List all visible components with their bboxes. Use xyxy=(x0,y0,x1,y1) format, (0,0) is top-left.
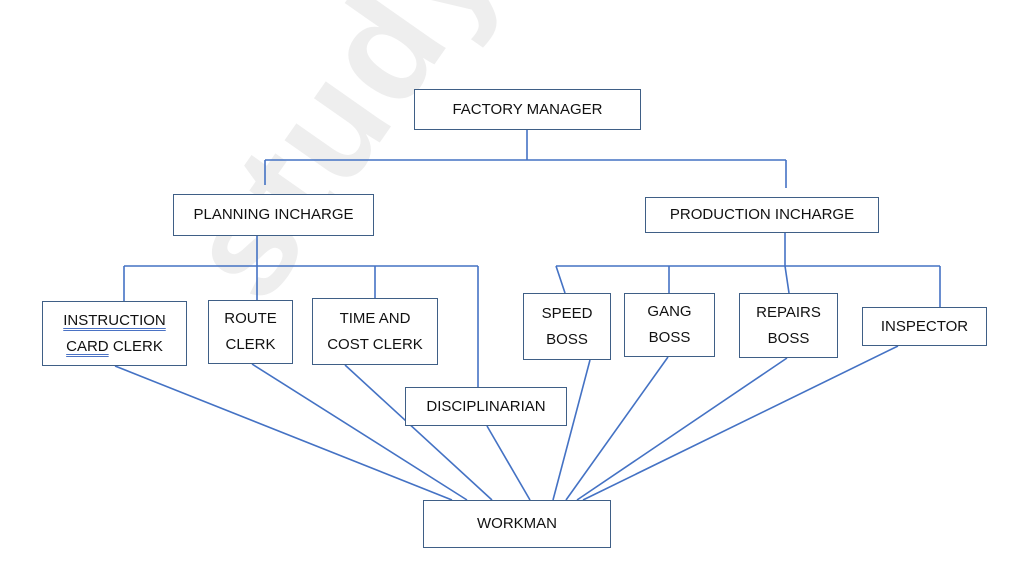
gang-boss-line1: GANG xyxy=(647,303,692,320)
inspector-box: INSPECTOR xyxy=(862,307,987,346)
repairs-boss-line2: BOSS xyxy=(767,329,810,347)
speed-boss-box: SPEED BOSS xyxy=(523,293,611,360)
planning-incharge-label: PLANNING INCHARGE xyxy=(193,206,354,223)
route-clerk-line2: CLERK xyxy=(225,336,276,353)
repairs-boss-box: REPAIRS BOSS xyxy=(739,293,838,358)
repairs-boss-line1: REPAIRS xyxy=(756,303,821,321)
instruction-word: INSTRUCTION xyxy=(63,311,166,329)
instruction-card-clerk-line1: INSTRUCTION xyxy=(63,308,166,334)
planning-incharge-box: PLANNING INCHARGE xyxy=(173,194,374,236)
connector-gang-workman xyxy=(565,356,669,501)
connector-speed-workman xyxy=(552,359,591,501)
card-word: CARD xyxy=(66,337,109,355)
factory-manager-label: FACTORY MANAGER xyxy=(452,100,603,118)
connector-route-workman xyxy=(251,363,468,501)
route-clerk-line1: ROUTE xyxy=(224,310,277,327)
route-clerk-box: ROUTE CLERK xyxy=(208,300,293,364)
connector-to-speed xyxy=(555,265,566,294)
clerk-word: CLERK xyxy=(112,337,163,355)
disciplinarian-label: DISCIPLINARIAN xyxy=(426,397,546,415)
speed-boss-line1: SPEED xyxy=(541,304,593,322)
connector-time-cost-workman xyxy=(344,364,493,501)
connector-to-repairs xyxy=(784,265,790,294)
time-cost-clerk-line1: TIME AND xyxy=(339,309,411,327)
workman-label: WORKMAN xyxy=(477,515,557,532)
connector-instruction-workman xyxy=(114,365,453,501)
inspector-label: INSPECTOR xyxy=(880,317,969,335)
factory-manager-box: FACTORY MANAGER xyxy=(414,89,641,130)
production-incharge-box: PRODUCTION INCHARGE xyxy=(645,197,879,233)
time-cost-clerk-box: TIME AND COST CLERK xyxy=(312,298,438,365)
connector-repairs-workman xyxy=(576,357,788,501)
connector-inspector-workman xyxy=(582,345,899,501)
connector-disciplinarian-workman xyxy=(486,425,531,501)
speed-boss-line2: BOSS xyxy=(546,330,588,348)
workman-box: WORKMAN xyxy=(423,500,611,548)
instruction-card-clerk-box: INSTRUCTION CARD CLERK xyxy=(42,301,187,366)
instruction-card-clerk-line2: CARD CLERK xyxy=(66,334,163,360)
gang-boss-line2: BOSS xyxy=(648,329,691,346)
time-cost-clerk-line2: COST CLERK xyxy=(327,335,423,353)
production-incharge-label: PRODUCTION INCHARGE xyxy=(669,206,855,223)
gang-boss-box: GANG BOSS xyxy=(624,293,715,357)
disciplinarian-box: DISCIPLINARIAN xyxy=(405,387,567,426)
